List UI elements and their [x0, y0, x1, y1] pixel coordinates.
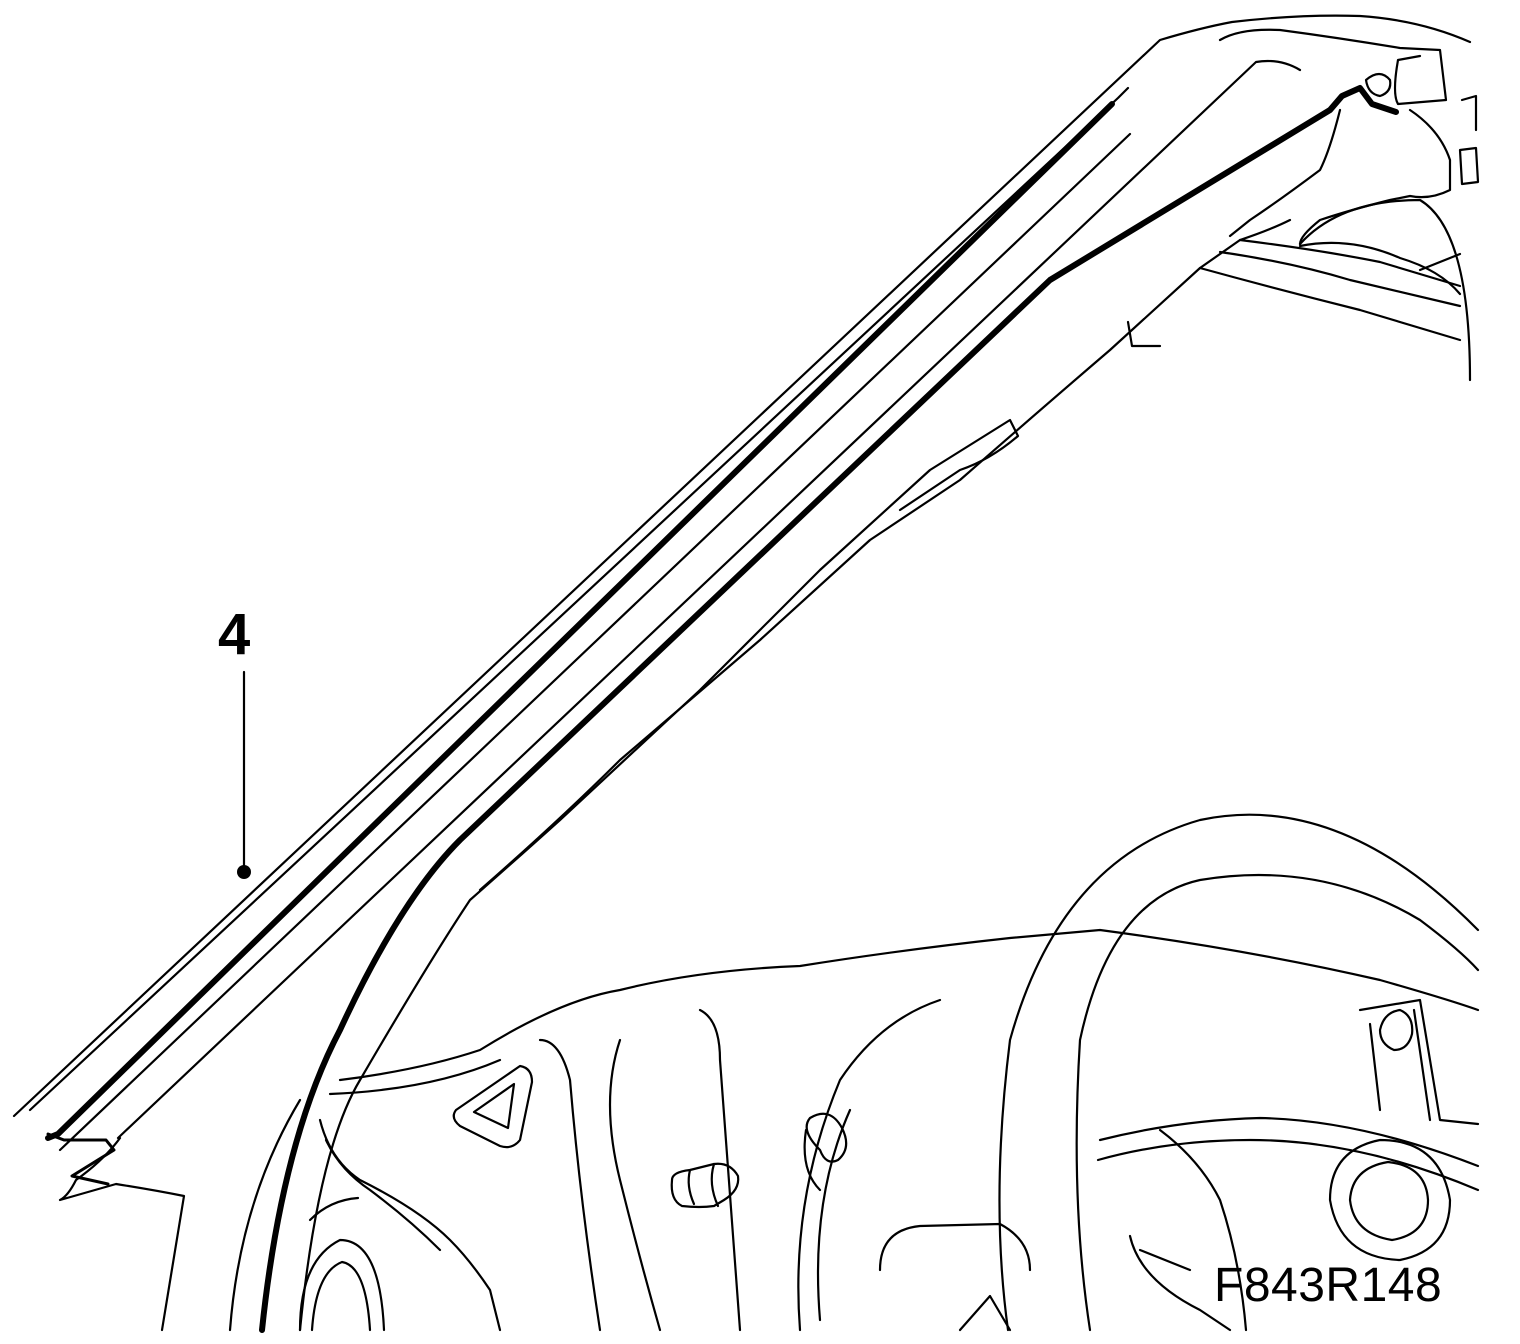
roof-corner-details	[1198, 28, 1480, 382]
a-pillar-trim	[46, 85, 1399, 1333]
steering-wheel	[797, 813, 1480, 1332]
dash-vent	[452, 1064, 534, 1149]
windshield-seal-strip	[12, 14, 1472, 1152]
dashboard	[228, 928, 1480, 1332]
center-panel	[608, 1008, 742, 1332]
callout-4-leader	[237, 670, 251, 879]
callout-number: 4	[218, 602, 251, 667]
speaker-ring	[298, 1238, 386, 1332]
figure-code: F843R148	[1214, 1259, 1443, 1312]
callout-4-dot	[237, 865, 251, 879]
instrument-cluster	[1328, 998, 1480, 1262]
